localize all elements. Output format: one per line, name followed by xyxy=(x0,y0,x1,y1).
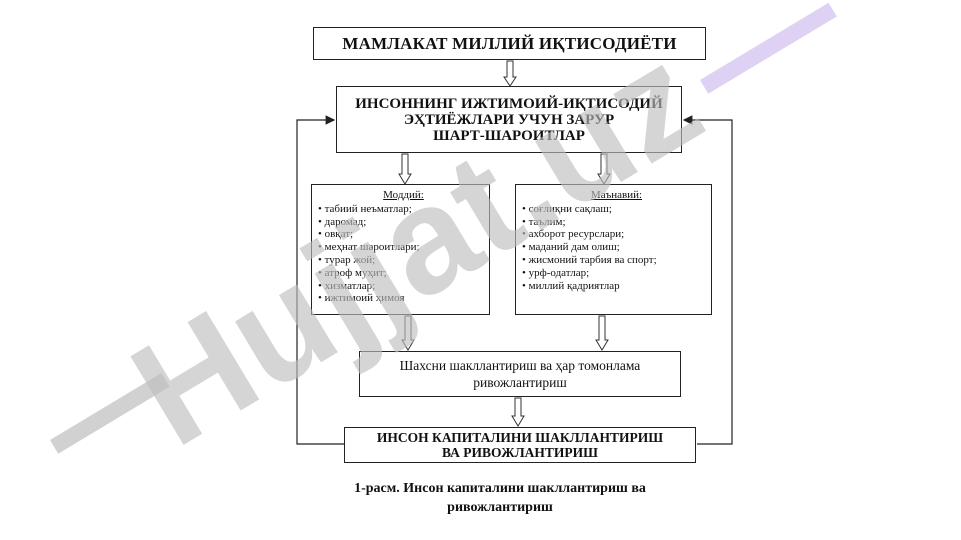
hollow-arrow-second-to-spiritual xyxy=(597,153,611,185)
material-item: табиий неъматлар; xyxy=(318,203,489,216)
spiritual-item: миллий қадриятлар xyxy=(522,280,711,293)
needs-conditions-line-3: ШАРТ-ШАРОИТЛАР xyxy=(433,127,585,144)
material-list: табиий неъматлар; даромад; овқат; меҳнат… xyxy=(318,203,489,305)
material-item: атроф муҳит; xyxy=(318,267,489,280)
human-capital-line-1: ИНСОН КАПИТАЛИНИ ШАКЛЛАНТИРИШ xyxy=(376,430,664,445)
personality-development-line-2: ривожлантириш xyxy=(473,375,567,390)
human-capital-line-2: ВА РИВОЖЛАНТИРИШ xyxy=(442,445,598,460)
spiritual-conditions-box: Маънавий: соғлиқни сақлаш; таълим; ахбор… xyxy=(515,184,712,315)
personality-development-line-1: Шахсни шакллантириш ва ҳар томонлама xyxy=(399,358,641,373)
national-economy-box: МАМЛАКАТ МИЛЛИЙ ИҚТИСОДИЁТИ xyxy=(313,27,706,60)
material-conditions-box: Моддий: табиий неъматлар; даромад; овқат… xyxy=(311,184,490,315)
caption-line-2: ривожлантириш xyxy=(447,500,553,515)
spiritual-list: соғлиқни сақлаш; таълим; ахборот ресурсл… xyxy=(522,203,711,293)
feedback-loop-right xyxy=(682,115,733,445)
spiritual-item: урф-одатлар; xyxy=(522,267,711,280)
feedback-loop-left xyxy=(296,115,344,445)
human-capital-box: ИНСОН КАПИТАЛИНИ ШАКЛЛАНТИРИШ ВА РИВОЖЛА… xyxy=(344,427,696,463)
spiritual-item: жисмоний тарбия ва спорт; xyxy=(522,254,711,267)
hollow-arrow-middle-to-bottom xyxy=(511,397,525,427)
hollow-arrow-material-to-middle xyxy=(401,315,415,351)
spiritual-title: Маънавий: xyxy=(590,189,643,201)
personality-development-box: Шахсни шакллантириш ва ҳар томонлама рив… xyxy=(359,351,681,397)
hollow-arrow-spiritual-to-middle xyxy=(595,315,609,351)
spiritual-item: соғлиқни сақлаш; xyxy=(522,203,711,216)
needs-conditions-box: ИНСОННИНГ ИЖТИМОИЙ-ИҚТИСОДИЙ ЭҲТИЁЖЛАРИ … xyxy=(336,86,682,153)
caption-line-1: 1-расм. Инсон капиталини шакллантириш ва xyxy=(354,481,646,496)
material-item: ижтимоий ҳимоя xyxy=(318,292,489,305)
spiritual-item: маданий дам олиш; xyxy=(522,241,711,254)
spiritual-item: ахборот ресурслари; xyxy=(522,228,711,241)
material-item: турар жой; xyxy=(318,254,489,267)
hollow-arrow-top-to-second xyxy=(503,60,517,87)
material-item: овқат; xyxy=(318,228,489,241)
material-item: даромад; xyxy=(318,216,489,229)
needs-conditions-line-1: ИНСОННИНГ ИЖТИМОИЙ-ИҚТИСОДИЙ xyxy=(355,95,663,112)
figure-caption: 1-расм. Инсон капиталини шакллантириш ва… xyxy=(250,479,750,517)
national-economy-label: МАМЛАКАТ МИЛЛИЙ ИҚТИСОДИЁТИ xyxy=(342,33,677,53)
hollow-arrow-second-to-material xyxy=(398,153,412,185)
material-item: хизматлар; xyxy=(318,280,489,293)
material-item: меҳнат шароитлари; xyxy=(318,241,489,254)
spiritual-item: таълим; xyxy=(522,216,711,229)
needs-conditions-line-2: ЭҲТИЁЖЛАРИ УЧУН ЗАРУР xyxy=(403,111,615,128)
material-title: Моддий: xyxy=(383,189,424,201)
